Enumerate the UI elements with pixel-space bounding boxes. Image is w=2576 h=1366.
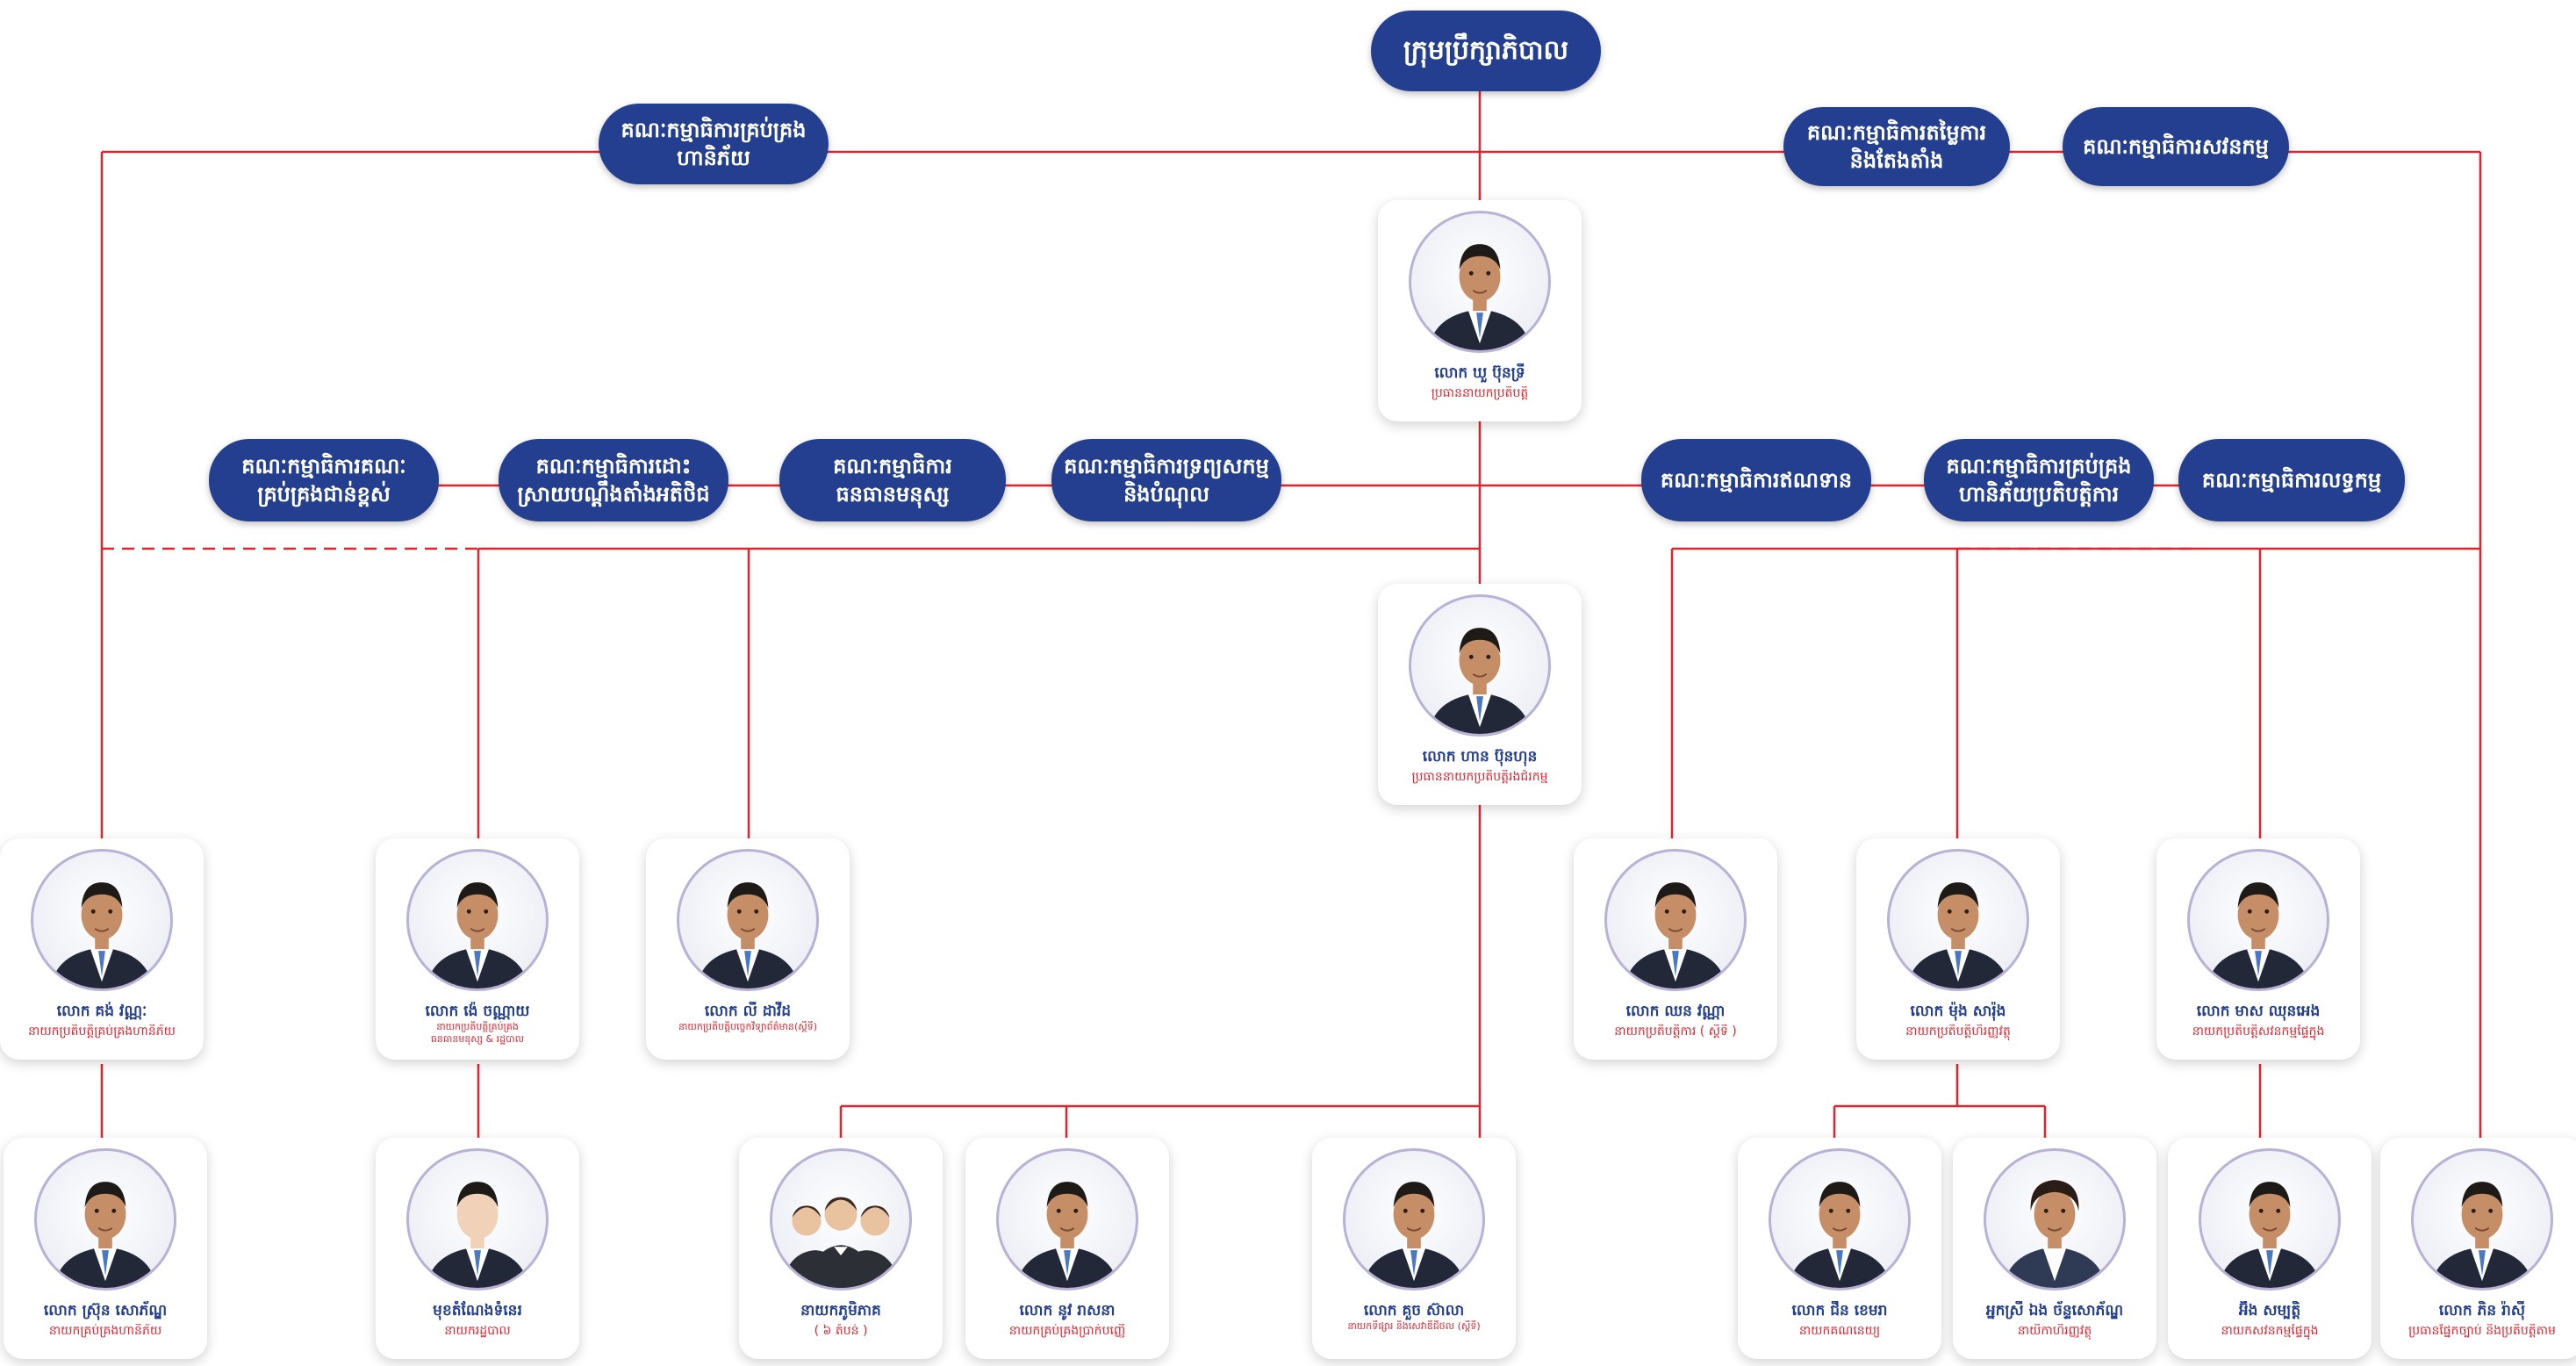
portrait-photo — [1604, 849, 1747, 991]
card-admin-vacant: មុខតំណែងទំនេរនាយករដ្ឋបាល — [376, 1138, 579, 1359]
card-accounting: លោក ជឹន ខេមរានាយកគណនេយ្យ — [1738, 1138, 1941, 1359]
person-name: លោក គួច ស៊ាលា — [1363, 1302, 1465, 1319]
card-risk-head: លោក គង់ វណ្ណៈនាយកប្រតិបត្តិគ្រប់គ្រងហានិ… — [0, 838, 204, 1060]
person-role: នាយកសវនកម្មផ្ទៃក្នុង — [2221, 1324, 2319, 1338]
committee-customer-complaints: គណៈកម្មាធិការដោះ ស្រាយបណ្តឹងតាំងអតិថិជ — [499, 439, 728, 521]
card-compliance: លោក ភិន រ៉ាស៊ីប្រធានផ្នែកច្បាប់ និងប្រតិ… — [2380, 1138, 2576, 1359]
portrait-photo — [2411, 1148, 2553, 1291]
person-role: នាយកទីផ្សារ និងសេវាឌីជីថល (ស្តីទី) — [1347, 1320, 1481, 1332]
person-name: លោក ជឹន ខេមរា — [1791, 1302, 1888, 1319]
portrait-photo — [2187, 849, 2329, 991]
card-audit-head: លោក មាស ឈុនអេងនាយកប្រតិបត្តិសវនកម្មផ្ទៃក… — [2156, 838, 2360, 1060]
portrait-photo — [1409, 594, 1551, 737]
person-role: ( ៦ តំបន់ ) — [814, 1324, 868, 1338]
committee-risk-management: គណៈកម្មាធិការគ្រប់គ្រង ហានិភ័យ — [599, 104, 829, 184]
card-deposit-manager: លោក នូវ រាសនានាយកគ្រប់គ្រងប្រាក់បញ្ញើ — [965, 1138, 1169, 1359]
person-role: នាយកគ្រប់គ្រងហានិភ័យ — [48, 1324, 162, 1338]
person-role: ប្រធាននាយកប្រតិបត្តិរងជំរកម្ម — [1411, 770, 1548, 784]
person-role: នាយករដ្ឋបាល — [444, 1324, 511, 1338]
card-it-head: លោក លី ដាវីដនាយកប្រតិបត្តិបច្ចេកវិទ្យាព័… — [646, 838, 850, 1060]
portrait-photo — [406, 849, 549, 991]
person-name: លោក ស្រ៊ុន សោភ័ណ្ឌ — [43, 1302, 168, 1319]
board-of-directors: ក្រុមប្រឹក្សាភិបាល — [1371, 11, 1601, 91]
person-name: លោក ង៉េ ចណ្ណាយ — [425, 1003, 530, 1020]
portrait-photo — [406, 1148, 549, 1291]
committee-operational-risk: គណៈកម្មាធិការគ្រប់គ្រង ហានិភ័យប្រតិបត្តិ… — [1924, 439, 2154, 521]
portrait-photo — [34, 1148, 176, 1291]
person-role: នាយកប្រតិបត្តិបច្ចេកវិទ្យាព័ត៌មាន(ស្តីទី… — [678, 1021, 818, 1032]
person-name: លោក ម៉ុង សារ៉ុង — [1910, 1003, 2006, 1020]
committee-procurement: គណៈកម្មាធិការលទ្ធកម្ម — [2178, 439, 2405, 521]
committee-credit: គណៈកម្មាធិការឥណទាន — [1641, 439, 1871, 521]
committee-human-resources: គណៈកម្មាធិការ ធនធានមនុស្ស — [779, 439, 1006, 521]
card-internal-audit: អ៊ឹង សម្បត្តិនាយកសវនកម្មផ្ទៃក្នុង — [2168, 1138, 2371, 1359]
card-deputy-ceo: លោក ហាន ប៊ុនហុនប្រធាននាយកប្រតិបត្តិរងជំរ… — [1378, 584, 1582, 805]
portrait-photo — [770, 1148, 912, 1291]
person-role: ប្រធានផ្នែកច្បាប់ និងប្រតិបត្តិតាម — [2408, 1324, 2556, 1338]
person-role: នាយកគ្រប់គ្រងប្រាក់បញ្ញើ — [1008, 1324, 1126, 1338]
card-digital-manager: លោក គួច ស៊ាលានាយកទីផ្សារ និងសេវាឌីជីថល (… — [1312, 1138, 1516, 1359]
portrait-photo — [1409, 211, 1551, 353]
person-name: លោក ហាន ប៊ុនហុន — [1422, 748, 1538, 766]
card-hr-head: លោក ង៉េ ចណ្ណាយនាយកប្រតិបត្តិគ្រប់គ្រង ធន… — [376, 838, 579, 1060]
card-finance-head: លោក ម៉ុង សារ៉ុងនាយកប្រតិបត្តិហិរញ្ញវត្ថុ — [1856, 838, 2060, 1060]
committee-senior-management: គណៈកម្មាធិការគណៈ គ្រប់គ្រងជាន់ខ្ពស់ — [209, 439, 439, 521]
person-name: លោក លី ដាវីដ — [704, 1003, 792, 1020]
card-regional-directors: នាយកភូមិភាគ ( ៦ តំបន់ ) — [739, 1138, 943, 1359]
card-operations-head: លោក ឈន វណ្ណានាយកប្រតិបត្តិការ ( ស្តីទី ) — [1574, 838, 1777, 1060]
person-role: នាយកប្រតិបត្តិការ ( ស្តីទី ) — [1614, 1024, 1737, 1039]
person-role: នាយកប្រតិបត្តិគ្រប់គ្រង ធនធានមនុស្ស & រដ… — [430, 1021, 525, 1045]
person-role: នាយកគណនេយ្យ — [1798, 1324, 1881, 1338]
committee-audit: គណៈកម្មាធិការសវនកម្ម — [2063, 107, 2289, 186]
portrait-photo — [2199, 1148, 2341, 1291]
person-role: ប្រធាននាយកប្រតិបត្តិ — [1431, 386, 1529, 400]
portrait-photo — [1769, 1148, 1911, 1291]
portrait-photo — [996, 1148, 1138, 1291]
person-role: នាយកប្រតិបត្តិហិរញ្ញវត្ថុ — [1905, 1024, 2011, 1039]
person-name: អ៊ឹង សម្បត្តិ — [2238, 1302, 2301, 1319]
portrait-photo — [1343, 1148, 1485, 1291]
card-ceo: លោក ឃួ ប៊ុនទ្រីប្រធាននាយកប្រតិបត្តិ — [1378, 200, 1582, 421]
committee-remuneration-nomination: គណៈកម្មាធិការតម្លៃការ និងតែងតាំង — [1783, 107, 2010, 186]
person-role: នាយកប្រតិបត្តិគ្រប់គ្រងហានិភ័យ — [27, 1024, 176, 1039]
person-name: នាយកភូមិភាគ — [800, 1302, 881, 1319]
person-name: លោក ភិន រ៉ាស៊ី — [2438, 1302, 2526, 1319]
portrait-photo — [1984, 1148, 2126, 1291]
person-name: លោក ឈន វណ្ណា — [1625, 1003, 1726, 1020]
person-role: នាយកប្រតិបត្តិសវនកម្មផ្ទៃក្នុង — [2192, 1024, 2325, 1039]
person-name: លោក មាស ឈុនអេង — [2196, 1003, 2321, 1020]
portrait-photo — [1887, 849, 2029, 991]
person-name: លោក គង់ វណ្ណៈ — [56, 1003, 147, 1020]
person-role: នាយិកាហិរញ្ញវត្ថុ — [2017, 1324, 2092, 1338]
portrait-photo — [677, 849, 819, 991]
portrait-photo — [31, 849, 173, 991]
person-name: អ្នកស្រី ឯង ច័ន្ទសោភ័ណ្ឌ — [1985, 1302, 2124, 1319]
card-finance-director: អ្នកស្រី ឯង ច័ន្ទសោភ័ណ្ឌនាយិកាហិរញ្ញវត្ថ… — [1953, 1138, 2156, 1359]
person-name: មុខតំណែងទំនេរ — [433, 1302, 522, 1319]
card-risk-manager: លោក ស្រ៊ុន សោភ័ណ្ឌនាយកគ្រប់គ្រងហានិភ័យ — [4, 1138, 207, 1359]
person-name: លោក ឃួ ប៊ុនទ្រី — [1434, 364, 1525, 382]
person-name: លោក នូវ រាសនា — [1019, 1302, 1116, 1319]
committee-alco: គណៈកម្មាធិការទ្រព្យសកម្ម និងបំណុល — [1051, 439, 1281, 521]
